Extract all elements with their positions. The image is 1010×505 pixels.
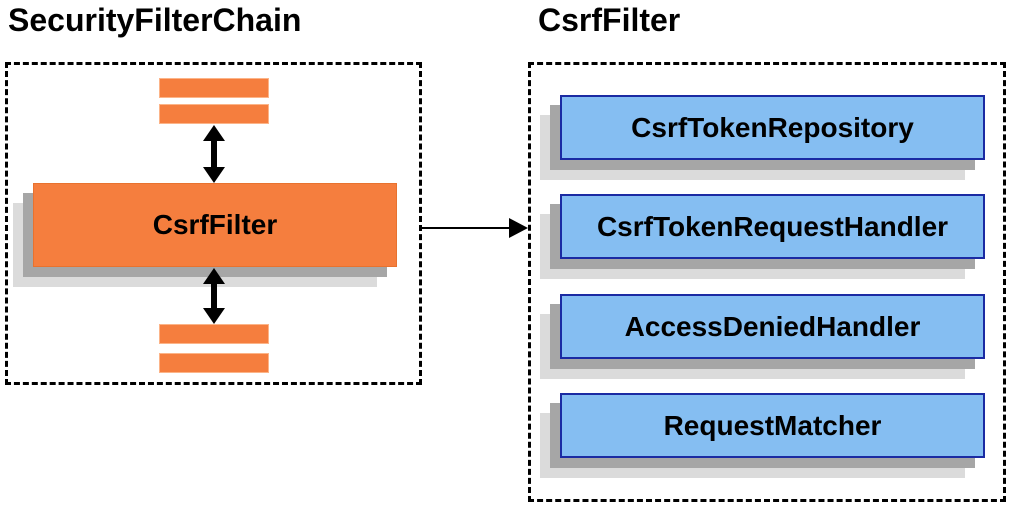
arrow-right-head-icon [509,218,528,238]
component-box-label: CsrfTokenRequestHandler [596,210,949,242]
arrow-shaft [211,284,217,308]
csrf-filter-node: CsrfFilter [33,183,397,267]
component-box-request-matcher: RequestMatcher [560,393,985,458]
arrow-up-head-icon [203,268,225,284]
csrf-filter-node-label: CsrfFilter [152,209,278,240]
arrow-shaft [211,141,217,167]
filter-placeholder-bar-top-1 [159,78,269,98]
left-panel-title: SecurityFilterChain [8,2,302,38]
filter-placeholder-bar-top-2 [159,104,269,124]
component-box-access-denied-handler: AccessDeniedHandler [560,294,985,359]
component-box-csrf-token-repository: CsrfTokenRepository [560,95,985,160]
arrow-shaft [422,227,512,229]
arrow-down-head-icon [203,308,225,324]
security-filter-chain-container [5,62,422,385]
filter-placeholder-bar-bottom-1 [159,324,269,344]
component-box-label: AccessDeniedHandler [624,310,921,342]
component-box-label: CsrfTokenRepository [631,111,914,143]
arrow-down-head-icon [203,167,225,183]
link-arrow-icon [422,218,528,238]
component-box-csrf-token-request-handler: CsrfTokenRequestHandler [560,194,985,259]
arrow-up-head-icon [203,125,225,141]
bidirectional-arrow-top-icon [202,125,226,183]
bidirectional-arrow-bottom-icon [202,268,226,324]
component-box-label: RequestMatcher [663,409,882,441]
csrf-filter-container [528,62,1006,502]
filter-placeholder-bar-bottom-2 [159,353,269,373]
right-panel-title: CsrfFilter [538,2,681,38]
